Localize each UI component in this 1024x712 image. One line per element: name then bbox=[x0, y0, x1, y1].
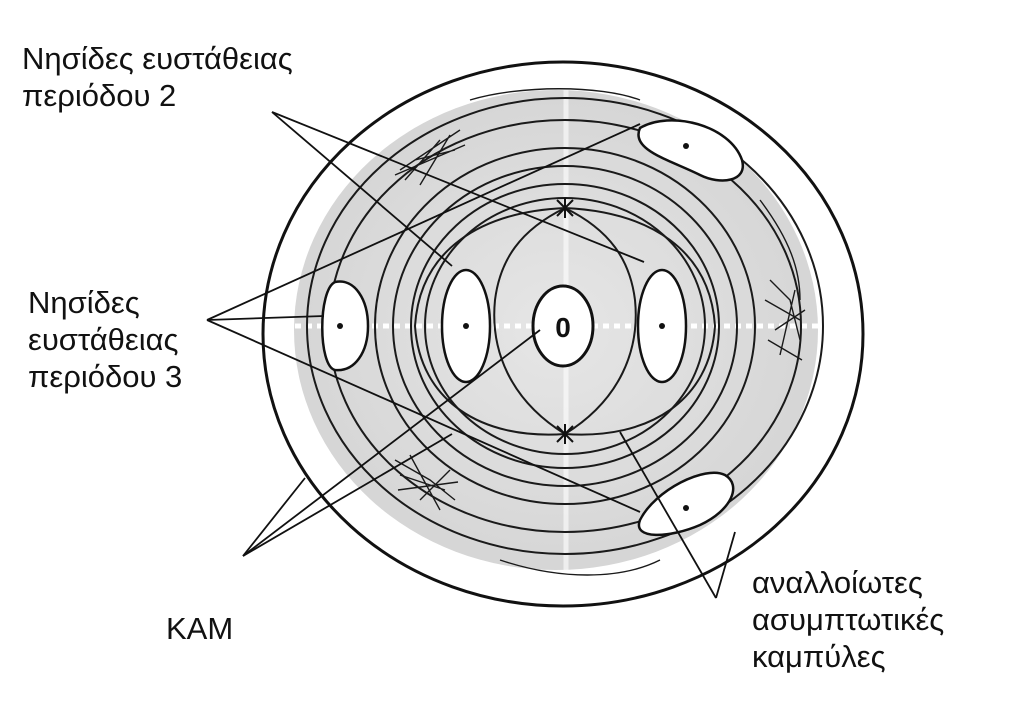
chaotic-tangles bbox=[394, 88, 806, 576]
period-3-island-top-right bbox=[637, 119, 745, 182]
period-3-label-line-3: περιόδου 3 bbox=[28, 359, 183, 394]
period-3-islands bbox=[321, 119, 745, 537]
central-island bbox=[531, 284, 595, 368]
invariant-curves-label: αναλλοίωτες ασυμπτωτικές καμπύλες bbox=[752, 564, 944, 675]
invariant-label-line-1: αναλλοίωτες bbox=[752, 565, 923, 600]
kam-label: KAM bbox=[166, 611, 234, 646]
period-2-islands-label: Νησίδες ευστάθειας περιόδου 2 bbox=[22, 40, 293, 114]
period-3-island-bottom-right bbox=[637, 471, 735, 537]
invariant-label-line-3: καμπύλες bbox=[752, 639, 886, 674]
invariant-label-line-2: ασυμπτωτικές bbox=[752, 602, 945, 637]
period-3-island-left bbox=[321, 280, 370, 372]
period-2-label-line-2: περιόδου 2 bbox=[22, 78, 177, 113]
period-2-label-line-1: Νησίδες ευστάθειας bbox=[22, 41, 293, 76]
kam-curves bbox=[306, 97, 824, 555]
label-pointer-lines bbox=[206, 111, 736, 599]
period-3-label-line-1: Νησίδες bbox=[28, 285, 140, 320]
period-3-label-line-2: ευστάθειας bbox=[28, 322, 179, 357]
period-3-islands-label: Νησίδες ευστάθειας περιόδου 3 bbox=[28, 284, 182, 395]
center-zero-label: 0 bbox=[555, 312, 571, 343]
hyperbolic-points bbox=[556, 198, 574, 444]
separatrix-lobes bbox=[413, 207, 717, 436]
